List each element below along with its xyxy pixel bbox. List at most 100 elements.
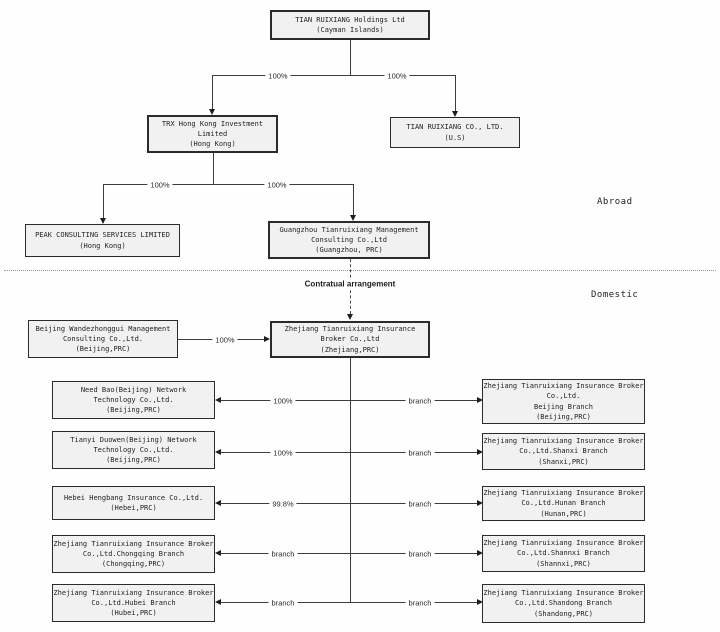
- node-peak-consulting: PEAK CONSULTING SERVICES LIMITED (Hong K…: [25, 224, 180, 257]
- node-tianyi-duowen: Tianyi Duowen(Beijing) Network Technolog…: [52, 431, 215, 469]
- node-guangzhou-consulting: Guangzhou Tianruixiang Management Consul…: [268, 221, 430, 259]
- arrowhead-left: [215, 449, 221, 455]
- abroad-domestic-divider: [4, 270, 716, 271]
- branch-label: branch: [405, 598, 435, 608]
- connector-line: [103, 184, 353, 185]
- node-line: (Beijing,PRC): [536, 412, 591, 421]
- connector-line: [212, 75, 213, 109]
- node-line: PEAK CONSULTING SERVICES LIMITED: [35, 231, 170, 240]
- branch-label: branch: [405, 549, 435, 559]
- arrowhead-left: [215, 550, 221, 556]
- node-line: (Zhejiang,PRC): [320, 345, 380, 354]
- node-zhejiang-broker: Zhejiang Tianruixiang Insurance Broker C…: [270, 321, 430, 358]
- connector-line: [220, 553, 477, 554]
- ownership-label: 99.8%: [269, 499, 297, 509]
- node-line: Co.,Ltd.Hunan Branch: [521, 499, 606, 508]
- node-line: Zhejiang Tianruixiang Insurance Broker: [483, 489, 644, 498]
- arrowhead-down: [209, 109, 215, 115]
- node-shannxi-branch: Zhejiang Tianruixiang Insurance Broker C…: [482, 535, 645, 572]
- node-line: Zhejiang Tianruixiang Insurance Broker: [483, 539, 644, 548]
- node-line: (Chongqing,PRC): [101, 560, 166, 569]
- node-trx-hong-kong: TRX Hong Kong Investment Limited (Hong K…: [147, 115, 278, 153]
- node-line: Zhejiang Tianruixiang Insurance Broker: [53, 539, 214, 548]
- node-line: Co.,Ltd.Shanxi Branch: [519, 447, 608, 456]
- node-line: Beijing Branch: [533, 402, 593, 411]
- connector-line: [350, 40, 351, 75]
- node-line: TIAN RUIXIANG CO., LTD.: [406, 123, 504, 132]
- connector-line: [212, 75, 455, 76]
- node-line: Co.,Ltd.Shannxi Branch: [517, 549, 610, 558]
- node-line: Technology Co.,Ltd.: [93, 445, 174, 454]
- arrowhead-left: [215, 397, 221, 403]
- arrowhead-right: [477, 500, 483, 506]
- node-line: Zhejiang Tianruixiang Insurance Broker: [53, 588, 214, 597]
- node-line: Co.,Ltd.Chongqing Branch: [82, 549, 185, 558]
- node-line: Guangzhou Tianruixiang Management: [279, 225, 419, 234]
- node-line: Consulting Co.,Ltd: [311, 235, 387, 244]
- arrowhead-down: [100, 218, 106, 224]
- branch-label: branch: [268, 549, 298, 559]
- node-line: (Hebei,PRC): [110, 504, 157, 512]
- node-beijing-branch: Zhejiang Tianruixiang Insurance Broker C…: [482, 379, 645, 424]
- branch-label: branch: [405, 499, 435, 509]
- node-shandong-branch: Zhejiang Tianruixiang Insurance Broker C…: [482, 584, 645, 623]
- central-spine-line: [350, 358, 351, 602]
- connector-line: [220, 452, 477, 453]
- node-line: Need Bao(Beijing) Network: [80, 385, 187, 394]
- arrowhead-right: [477, 449, 483, 455]
- ownership-label: 100%: [264, 180, 290, 190]
- node-line: TIAN RUIXIANG Holdings Ltd: [295, 15, 405, 24]
- node-line: Broker Co.,Ltd: [320, 335, 380, 344]
- node-line: Co.,Ltd.: [546, 392, 581, 401]
- ownership-label: 100%: [265, 71, 291, 81]
- node-chongqing-branch: Zhejiang Tianruixiang Insurance Broker C…: [52, 535, 215, 573]
- node-line: Consulting Co.,Ltd.: [62, 334, 144, 343]
- node-line: (Beijing,PRC): [75, 345, 131, 354]
- node-line: (Hunan,PRC): [540, 509, 587, 518]
- arrowhead-right: [477, 599, 483, 605]
- connector-line: [220, 503, 477, 504]
- node-line: Zhejiang Tianruixiang Insurance: [284, 325, 416, 334]
- node-line: (Hubei,PRC): [110, 609, 157, 618]
- node-line: Co.,Ltd.Hubei Branch: [91, 598, 176, 607]
- node-line: Limited: [197, 129, 228, 138]
- node-line: (Hong Kong): [79, 241, 126, 250]
- node-line: Technology Co.,Ltd.: [93, 395, 174, 404]
- arrowhead-left: [215, 500, 221, 506]
- node-hunan-branch: Zhejiang Tianruixiang Insurance Broker C…: [482, 486, 645, 521]
- node-line: Zhejiang Tianruixiang Insurance Broker: [483, 382, 644, 391]
- node-line: (Shanxi,PRC): [538, 457, 589, 466]
- node-line: Tianyi Duowen(Beijing) Network: [70, 435, 197, 444]
- node-line: Hebei Hengbang Insurance Co.,Ltd.: [63, 493, 204, 502]
- node-hubei-branch: Zhejiang Tianruixiang Insurance Broker C…: [52, 584, 215, 622]
- node-line: (Shandong,PRC): [533, 609, 593, 618]
- arrowhead-right: [477, 550, 483, 556]
- node-line: Zhejiang Tianruixiang Insurance Broker: [483, 437, 644, 446]
- ownership-label: 100%: [384, 71, 410, 81]
- node-line: (Hong Kong): [189, 140, 236, 149]
- ownership-label: 100%: [212, 335, 238, 345]
- branch-label: branch: [268, 598, 298, 608]
- node-line: Co.,Ltd.Shandong Branch: [515, 599, 612, 608]
- arrowhead-right: [264, 336, 270, 342]
- connector-line: [353, 184, 354, 215]
- node-beijing-wandezhonggui: Beijing Wandezhonggui Management Consult…: [28, 320, 178, 358]
- connector-line: [103, 184, 104, 218]
- ownership-label: 100%: [147, 180, 173, 190]
- abroad-section-label: Abroad: [597, 197, 633, 207]
- connector-line: [455, 75, 456, 111]
- node-line: (Cayman Islands): [316, 26, 384, 34]
- node-line: (Shannxi,PRC): [536, 559, 591, 568]
- ownership-label: 100%: [270, 396, 296, 406]
- ownership-label: 100%: [270, 448, 296, 458]
- node-line: TRX Hong Kong Investment: [161, 119, 264, 128]
- node-tian-ruixiang-us: TIAN RUIXIANG CO., LTD. (U.S): [390, 117, 520, 148]
- arrowhead-down: [350, 215, 356, 221]
- connector-line: [220, 400, 477, 401]
- arrowhead-left: [215, 599, 221, 605]
- node-line: (Guangzhou, PRC): [315, 246, 383, 255]
- connector-line: [213, 153, 214, 184]
- node-shanxi-branch: Zhejiang Tianruixiang Insurance Broker C…: [482, 433, 645, 470]
- connector-line: [220, 602, 477, 603]
